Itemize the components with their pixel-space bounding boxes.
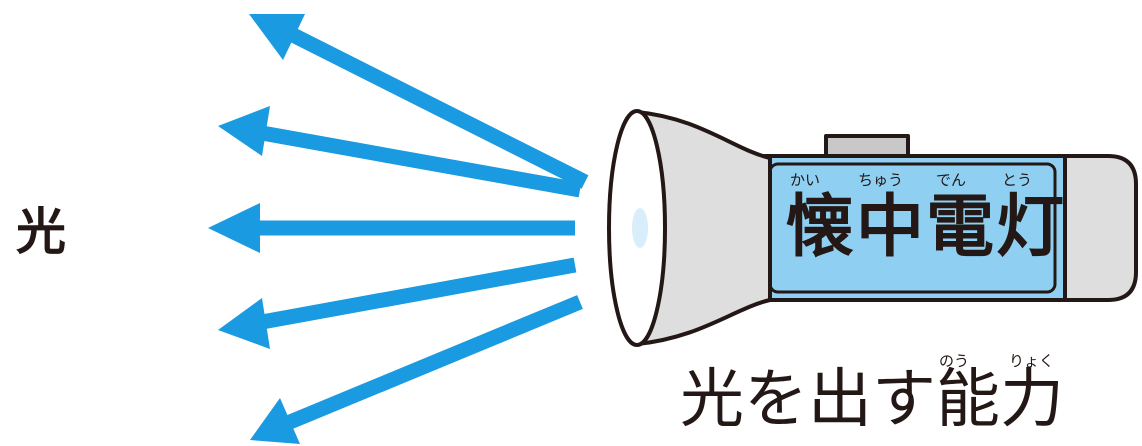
- ruby-chuu: ちゅう: [858, 171, 904, 189]
- caption-text: 光を出す能力: [680, 363, 1064, 437]
- light-label: 光: [16, 203, 66, 261]
- ruby-kai: かい: [790, 171, 821, 189]
- ruby-ryoku: りょく: [1009, 352, 1055, 370]
- flashlight-tail-cap: [1058, 154, 1138, 302]
- flashlight-head: [635, 110, 772, 346]
- ruby-den: でん: [936, 171, 967, 189]
- light-arrow-2: [218, 106, 582, 198]
- flashlight-bulb: [632, 208, 648, 248]
- ruby-tou: とう: [1002, 171, 1033, 189]
- light-arrow-3: [208, 203, 575, 253]
- light-arrows: [208, 14, 589, 444]
- light-arrow-4: [218, 257, 577, 349]
- flashlight-name: 懐中電灯: [786, 188, 1067, 267]
- light-arrow-5: [250, 295, 583, 444]
- flashlight: [607, 109, 1138, 347]
- ruby-nou: のう: [939, 352, 970, 370]
- light-arrow-1: [249, 14, 589, 189]
